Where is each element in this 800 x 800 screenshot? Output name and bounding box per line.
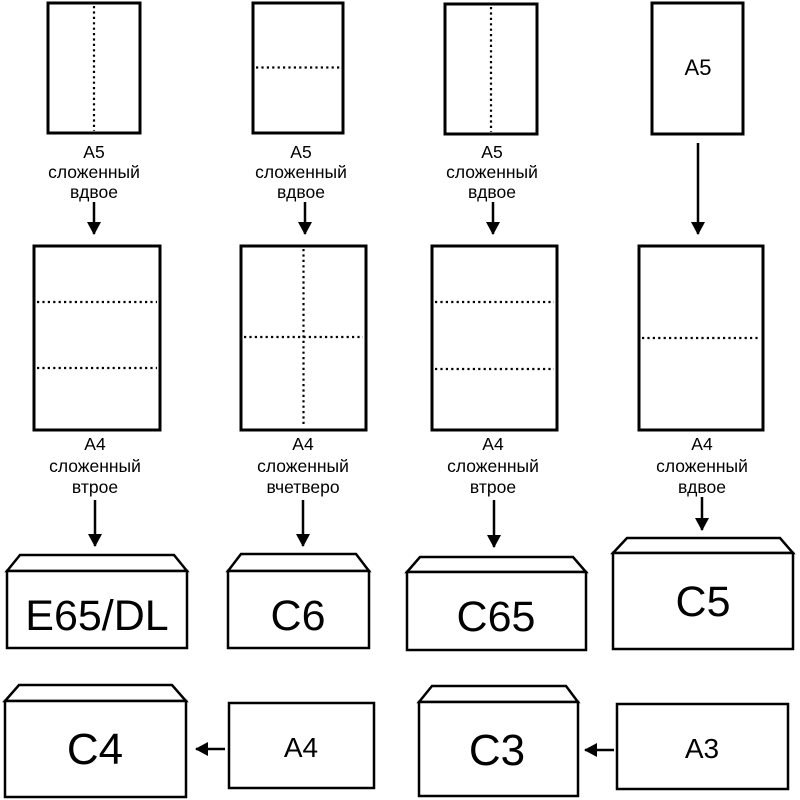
a4-caption-4: A4 сложенный вдвое (656, 434, 748, 497)
a4-sheet-thirds-fold-1 (32, 244, 162, 432)
sheet-label: A4 (284, 732, 318, 763)
a4-caption-2: A4 сложенный вчетверо (257, 434, 349, 497)
caption-line: A4 (482, 434, 504, 454)
envelope-flap (404, 555, 589, 574)
envelope-body (5, 569, 189, 650)
caption-line: сложенный (446, 162, 538, 182)
envelope-c4-highlighted: C4 (2, 683, 189, 799)
caption-line: вдвое (468, 182, 516, 202)
a4-flat-sheet: A4 (227, 701, 376, 790)
a4-sheet-outline (32, 244, 162, 432)
envelope-label: C6 (271, 592, 326, 640)
envelope-e65dl: E65/DL (4, 553, 190, 650)
envelope-c5: C5 (610, 536, 796, 651)
caption-line: сложенный (49, 456, 141, 476)
caption-line: втрое (72, 477, 118, 497)
envelope-label: C65 (457, 593, 536, 641)
envelope-label: C3 (469, 726, 525, 775)
a4-sheet-outline (430, 244, 559, 432)
caption-line: сложенный (257, 456, 349, 476)
caption-line: A5 (83, 142, 104, 162)
a5-caption-2: A5 сложенный вдвое (255, 142, 347, 202)
envelope-body (3, 699, 188, 799)
a4-sheet-thirds-fold-2 (430, 244, 559, 432)
envelope-label: C4 (67, 725, 123, 774)
sheet-outline (227, 701, 376, 790)
caption-line: вдвое (70, 182, 118, 202)
envelope-flap (610, 536, 796, 555)
envelope-body (417, 700, 580, 798)
caption-line: сложенный (447, 456, 539, 476)
envelope-body (405, 570, 588, 652)
a5-sheet-unfolded: A5 (650, 1, 745, 136)
caption-line: вчетверо (266, 477, 339, 497)
envelope-label: C5 (676, 578, 731, 626)
a3-flat-sheet: A3 (615, 702, 790, 791)
envelope-flap (416, 684, 581, 704)
a5-sheet-vertical-fold-1 (46, 1, 142, 135)
envelope-body (611, 551, 795, 651)
caption-line: A5 (290, 142, 311, 162)
a5-caption-3: A5 сложенный вдвое (446, 142, 538, 202)
a5-sheet-outline (46, 1, 142, 135)
envelope-c65: C65 (404, 555, 589, 652)
caption-line: втрое (470, 477, 516, 497)
a5-inner-label: A5 (685, 55, 712, 80)
caption-line: сложенный (48, 162, 140, 182)
a5-sheet-horizontal-fold (251, 1, 345, 135)
caption-line: сложенный (255, 162, 347, 182)
envelope-c6: C6 (225, 552, 372, 650)
caption-line: A4 (84, 434, 106, 454)
caption-line: вдвое (277, 182, 325, 202)
caption-line: вдвое (678, 477, 726, 497)
a5-sheet-outline (443, 2, 539, 136)
sheet-label: A3 (685, 733, 719, 764)
envelope-body (226, 569, 371, 650)
envelope-flap (2, 683, 189, 703)
caption-line: A5 (481, 142, 502, 162)
a4-caption-1: A4 сложенный втрое (49, 434, 141, 497)
sheet-outline (615, 702, 790, 791)
a5-caption-1: A5 сложенный вдвое (48, 142, 140, 202)
a5-sheet-vertical-fold-2 (443, 2, 539, 136)
caption-line: A4 (691, 434, 713, 454)
a4-sheet-outline (637, 244, 765, 432)
envelope-flap (225, 552, 372, 573)
a5-sheet-outline (650, 1, 745, 136)
a5-sheet-outline (251, 1, 345, 135)
envelope-label: E65/DL (25, 592, 168, 640)
a4-sheet-quarters-fold (239, 244, 368, 432)
a4-sheet-half-fold (637, 244, 765, 432)
caption-line: сложенный (656, 456, 748, 476)
envelope-flap (4, 553, 190, 573)
caption-line: A4 (292, 434, 314, 454)
envelope-c3: C3 (416, 684, 581, 798)
a4-caption-3: A4 сложенный втрое (447, 434, 539, 497)
